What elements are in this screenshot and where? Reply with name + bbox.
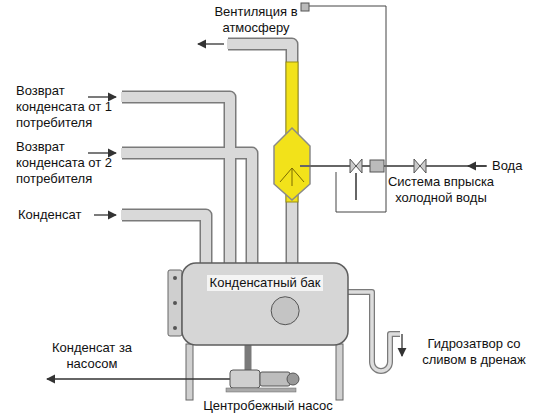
injection-label: Система впрыска холодной воды (374, 174, 508, 206)
pipe-part (122, 44, 292, 265)
pipe-part (121, 97, 230, 266)
pipe-part (350, 159, 362, 173)
pipe-part (348, 292, 400, 371)
pipe-part (121, 215, 206, 266)
pipe-part (121, 153, 252, 266)
pipe-part (274, 128, 310, 200)
pipe-part (301, 3, 309, 11)
vent-label: Вентиляция в атмосферу (212, 4, 300, 36)
pipe-part (173, 276, 177, 280)
inlet-label: Возврат конденсата от 2 потребителя (16, 139, 120, 187)
pipe-part (401, 334, 402, 356)
pipe-part (348, 292, 400, 371)
pipe-part (336, 344, 343, 400)
pipe-part (186, 344, 193, 400)
pipe-part (468, 165, 487, 166)
manhole (271, 297, 299, 325)
pipe-part (300, 165, 486, 167)
pipe-part (173, 301, 177, 305)
pipe-part (226, 388, 296, 392)
pipe-part (121, 44, 292, 266)
tank-shell (182, 263, 348, 345)
pipe-part (88, 152, 116, 153)
pipe-part (173, 326, 177, 330)
pipe-part (230, 370, 260, 388)
pipe-part (122, 215, 206, 265)
pipe-part (88, 96, 116, 97)
pipe-part (245, 345, 252, 370)
outlet-label: Конденсат за насосом (40, 340, 144, 372)
water-seal-label: Гидрозатвор со сливом в дренаж (408, 336, 540, 368)
pipe-part (47, 378, 230, 379)
pipe-part (260, 372, 290, 386)
inlet-label: Конденсат (18, 207, 90, 223)
tank-body: Конденсатный бак (181, 262, 349, 346)
tank-label: Конденсатный бак (207, 275, 324, 291)
pipe-part (122, 97, 230, 265)
pipe-part (94, 214, 116, 215)
pipe-part (370, 160, 384, 172)
water-label: Вода (492, 158, 532, 174)
pipe-part (414, 159, 426, 173)
pipe-part (355, 173, 357, 200)
inlet-label: Возврат конденсата от 1 потребителя (16, 83, 120, 131)
pipe-part (306, 6, 386, 212)
pipe-part (168, 270, 182, 336)
pump-label: Центробежный насос (190, 398, 346, 414)
pipe-part (287, 373, 299, 385)
pipe-part (198, 43, 224, 44)
pipe-part (280, 168, 304, 186)
